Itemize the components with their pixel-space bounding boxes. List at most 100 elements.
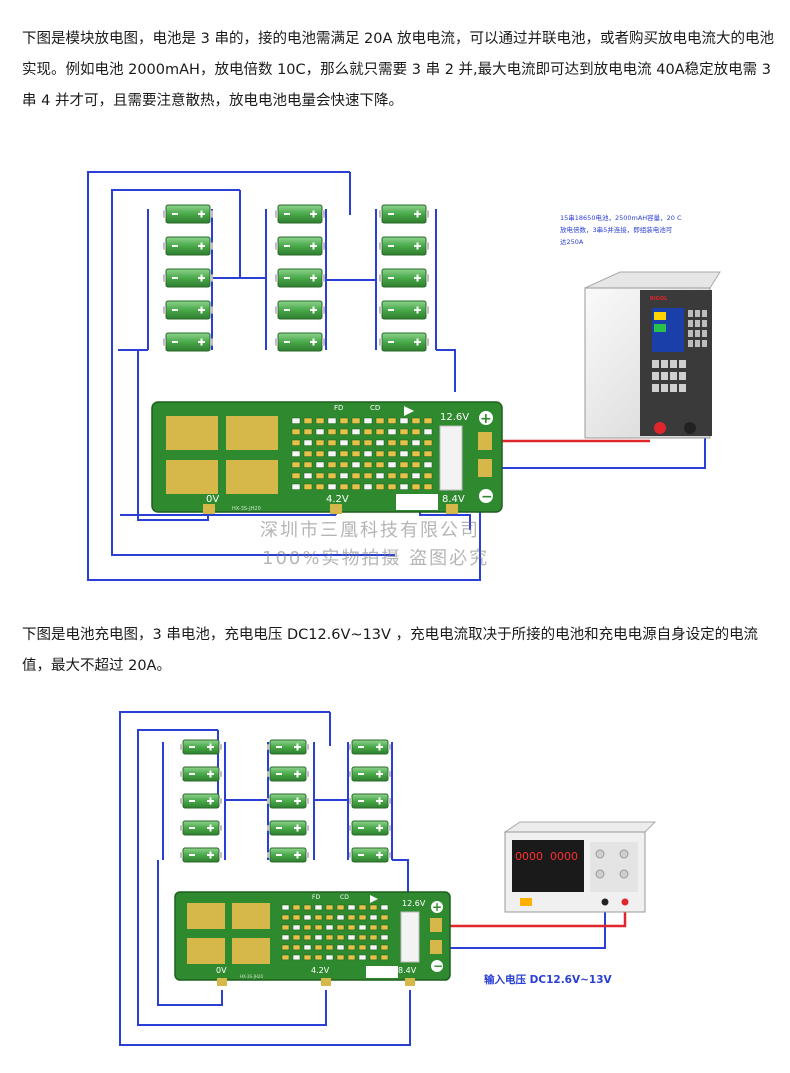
smd-component [292,954,301,961]
smd-component [325,944,334,951]
bms-board-charge: FD CD 12.6V 0V 4.2V 8.4V HX-3S-JH20 + − [174,891,451,986]
smd-component [358,944,367,951]
load-keypad-button [670,360,677,368]
smd-component [314,904,323,911]
board2-model: HX-3S-JH20 [240,974,263,979]
battery-cell-icon [163,204,213,224]
smd-component [292,924,301,931]
smd-component [387,439,397,446]
battery-cell-icon [163,300,213,320]
smd-component [325,934,334,941]
smd-component [325,924,334,931]
load-note-line1: 15串18650电池，2500mAH容量，20 C [560,213,682,222]
smd-component [315,461,325,468]
smd-component [303,904,312,911]
board-label-fd: FD [334,404,343,412]
smd-component [351,428,361,435]
smd-component [380,914,389,921]
smd-component [387,417,397,424]
smd-component [325,954,334,961]
smd-component [303,483,313,490]
smd-component [339,450,349,457]
board-label-4v2: 4.2V [326,494,349,505]
battery-cell-icon [275,332,325,352]
smd-component [281,924,290,931]
smd-component [327,483,337,490]
board2-label-fd: FD [312,894,320,901]
load-keypad-button [702,330,707,337]
smd-component [380,934,389,941]
board2-label-12v6: 12.6V [402,899,426,908]
smd-component [303,914,312,921]
smd-component [351,417,361,424]
smd-component [363,461,373,468]
smd-component [363,428,373,435]
smd-component [281,904,290,911]
smd-component [423,450,433,457]
smd-component [358,914,367,921]
load-note-line2: 放电倍数，3串5并连接，即组装电池可 [560,225,673,234]
smd-component [347,904,356,911]
load-keypad-button [702,340,707,347]
smd-component [292,904,301,911]
smd-component [411,483,421,490]
smd-component [315,439,325,446]
smd-component [369,914,378,921]
smd-component [303,428,313,435]
smd-component [351,483,361,490]
load-keypad-button [652,372,659,380]
battery-cell-icon [379,236,429,256]
smd-component [347,944,356,951]
load-brand: RIGOL [650,296,668,302]
load-keypad-button [679,372,686,380]
smd-component [423,417,433,424]
battery-cell-icon [267,766,309,782]
battery-cell-icon [180,739,222,755]
load-keypad-button [652,384,659,392]
smd-component [375,483,385,490]
smd-component [387,428,397,435]
discharge-description: 下图是模块放电图，电池是 3 串的，接的电池需满足 20A 放电电流，可以通过并… [22,31,775,109]
smd-component [336,954,345,961]
battery-cell-icon [180,820,222,836]
smd-component [387,461,397,468]
battery-cell-icon [180,766,222,782]
smd-component [411,428,421,435]
smd-component [363,439,373,446]
smd-component [369,904,378,911]
smd-component [369,944,378,951]
battery-cell-icon [275,204,325,224]
plus-terminal-icon-2: + [432,900,442,914]
smd-component [369,924,378,931]
smd-component [292,914,301,921]
load-keypad-button [688,340,693,347]
smd-component [351,472,361,479]
battery-cell-icon [267,847,309,863]
smd-component [325,904,334,911]
battery-cell-icon [379,204,429,224]
smd-component [281,934,290,941]
battery-cell-icon [163,268,213,288]
load-note-line3: 达250A [560,237,584,246]
smd-component [303,954,312,961]
smd-component [399,428,409,435]
smd-component [327,417,337,424]
smd-component [339,461,349,468]
smd-component [411,461,421,468]
smd-component [351,461,361,468]
battery-cell-icon [349,739,391,755]
smd-component [399,450,409,457]
smd-component [291,417,301,424]
smd-component [336,944,345,951]
smd-component [325,914,334,921]
load-keypad-button [688,330,693,337]
smd-component [375,428,385,435]
smd-component [380,944,389,951]
load-keypad-button [688,310,693,317]
smd-component [291,450,301,457]
smd-component [291,461,301,468]
smd-component [423,428,433,435]
load-keypad-button [679,384,686,392]
smd-component [423,472,433,479]
smd-component [399,483,409,490]
